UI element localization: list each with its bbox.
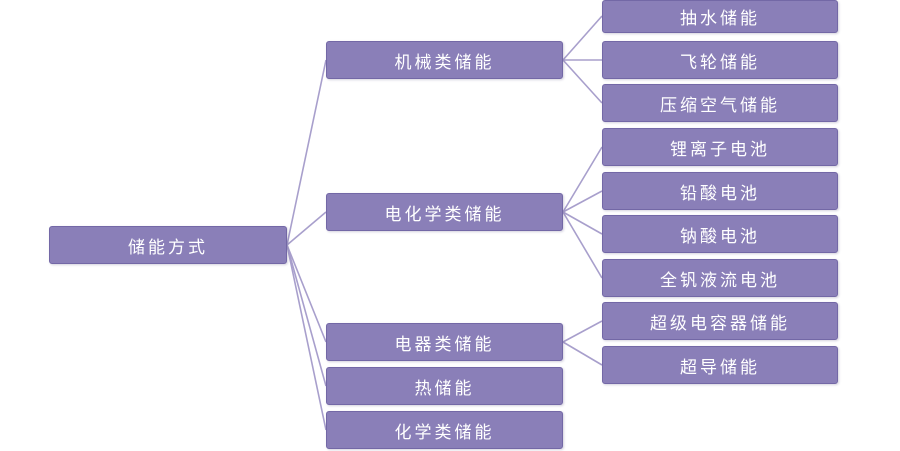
link-electrical-superconducting <box>562 341 603 366</box>
leaf-superconducting-storage: 超导储能 <box>602 346 838 384</box>
link-mechanical-compressed-air <box>562 59 603 104</box>
leaf-vanadium-flow-battery: 全钒液流电池 <box>602 259 838 297</box>
root-node: 储能方式 <box>49 226 287 264</box>
category-electrochemical: 电化学类储能 <box>326 193 563 231</box>
category-electrical: 电器类储能 <box>326 323 563 361</box>
link-electrochemical-lithium <box>562 146 603 213</box>
leaf-pumped-storage: 抽水储能 <box>602 0 838 33</box>
link-electrochemical-vanadium <box>562 211 603 279</box>
leaf-compressed-air-storage: 压缩空气储能 <box>602 84 838 122</box>
link-root-thermal <box>286 244 327 387</box>
leaf-supercapacitor-storage: 超级电容器储能 <box>602 302 838 340</box>
leaf-sodium-battery: 钠酸电池 <box>602 215 838 253</box>
link-mechanical-pumped <box>562 15 603 61</box>
leaf-lead-acid-battery: 铅酸电池 <box>602 172 838 210</box>
link-root-electrical <box>286 244 327 343</box>
link-root-mechanical <box>286 59 327 246</box>
link-electrochemical-sodium <box>562 211 603 235</box>
link-root-chemical <box>286 244 327 431</box>
category-chemical: 化学类储能 <box>326 411 563 449</box>
link-root-electrochemical <box>286 211 327 246</box>
leaf-flywheel-storage: 飞轮储能 <box>602 41 838 79</box>
link-electrical-supercapacitor <box>562 320 603 343</box>
category-mechanical: 机械类储能 <box>326 41 563 79</box>
leaf-lithium-ion-battery: 锂离子电池 <box>602 128 838 166</box>
link-electrochemical-lead-acid <box>562 190 603 213</box>
category-thermal: 热储能 <box>326 367 563 405</box>
